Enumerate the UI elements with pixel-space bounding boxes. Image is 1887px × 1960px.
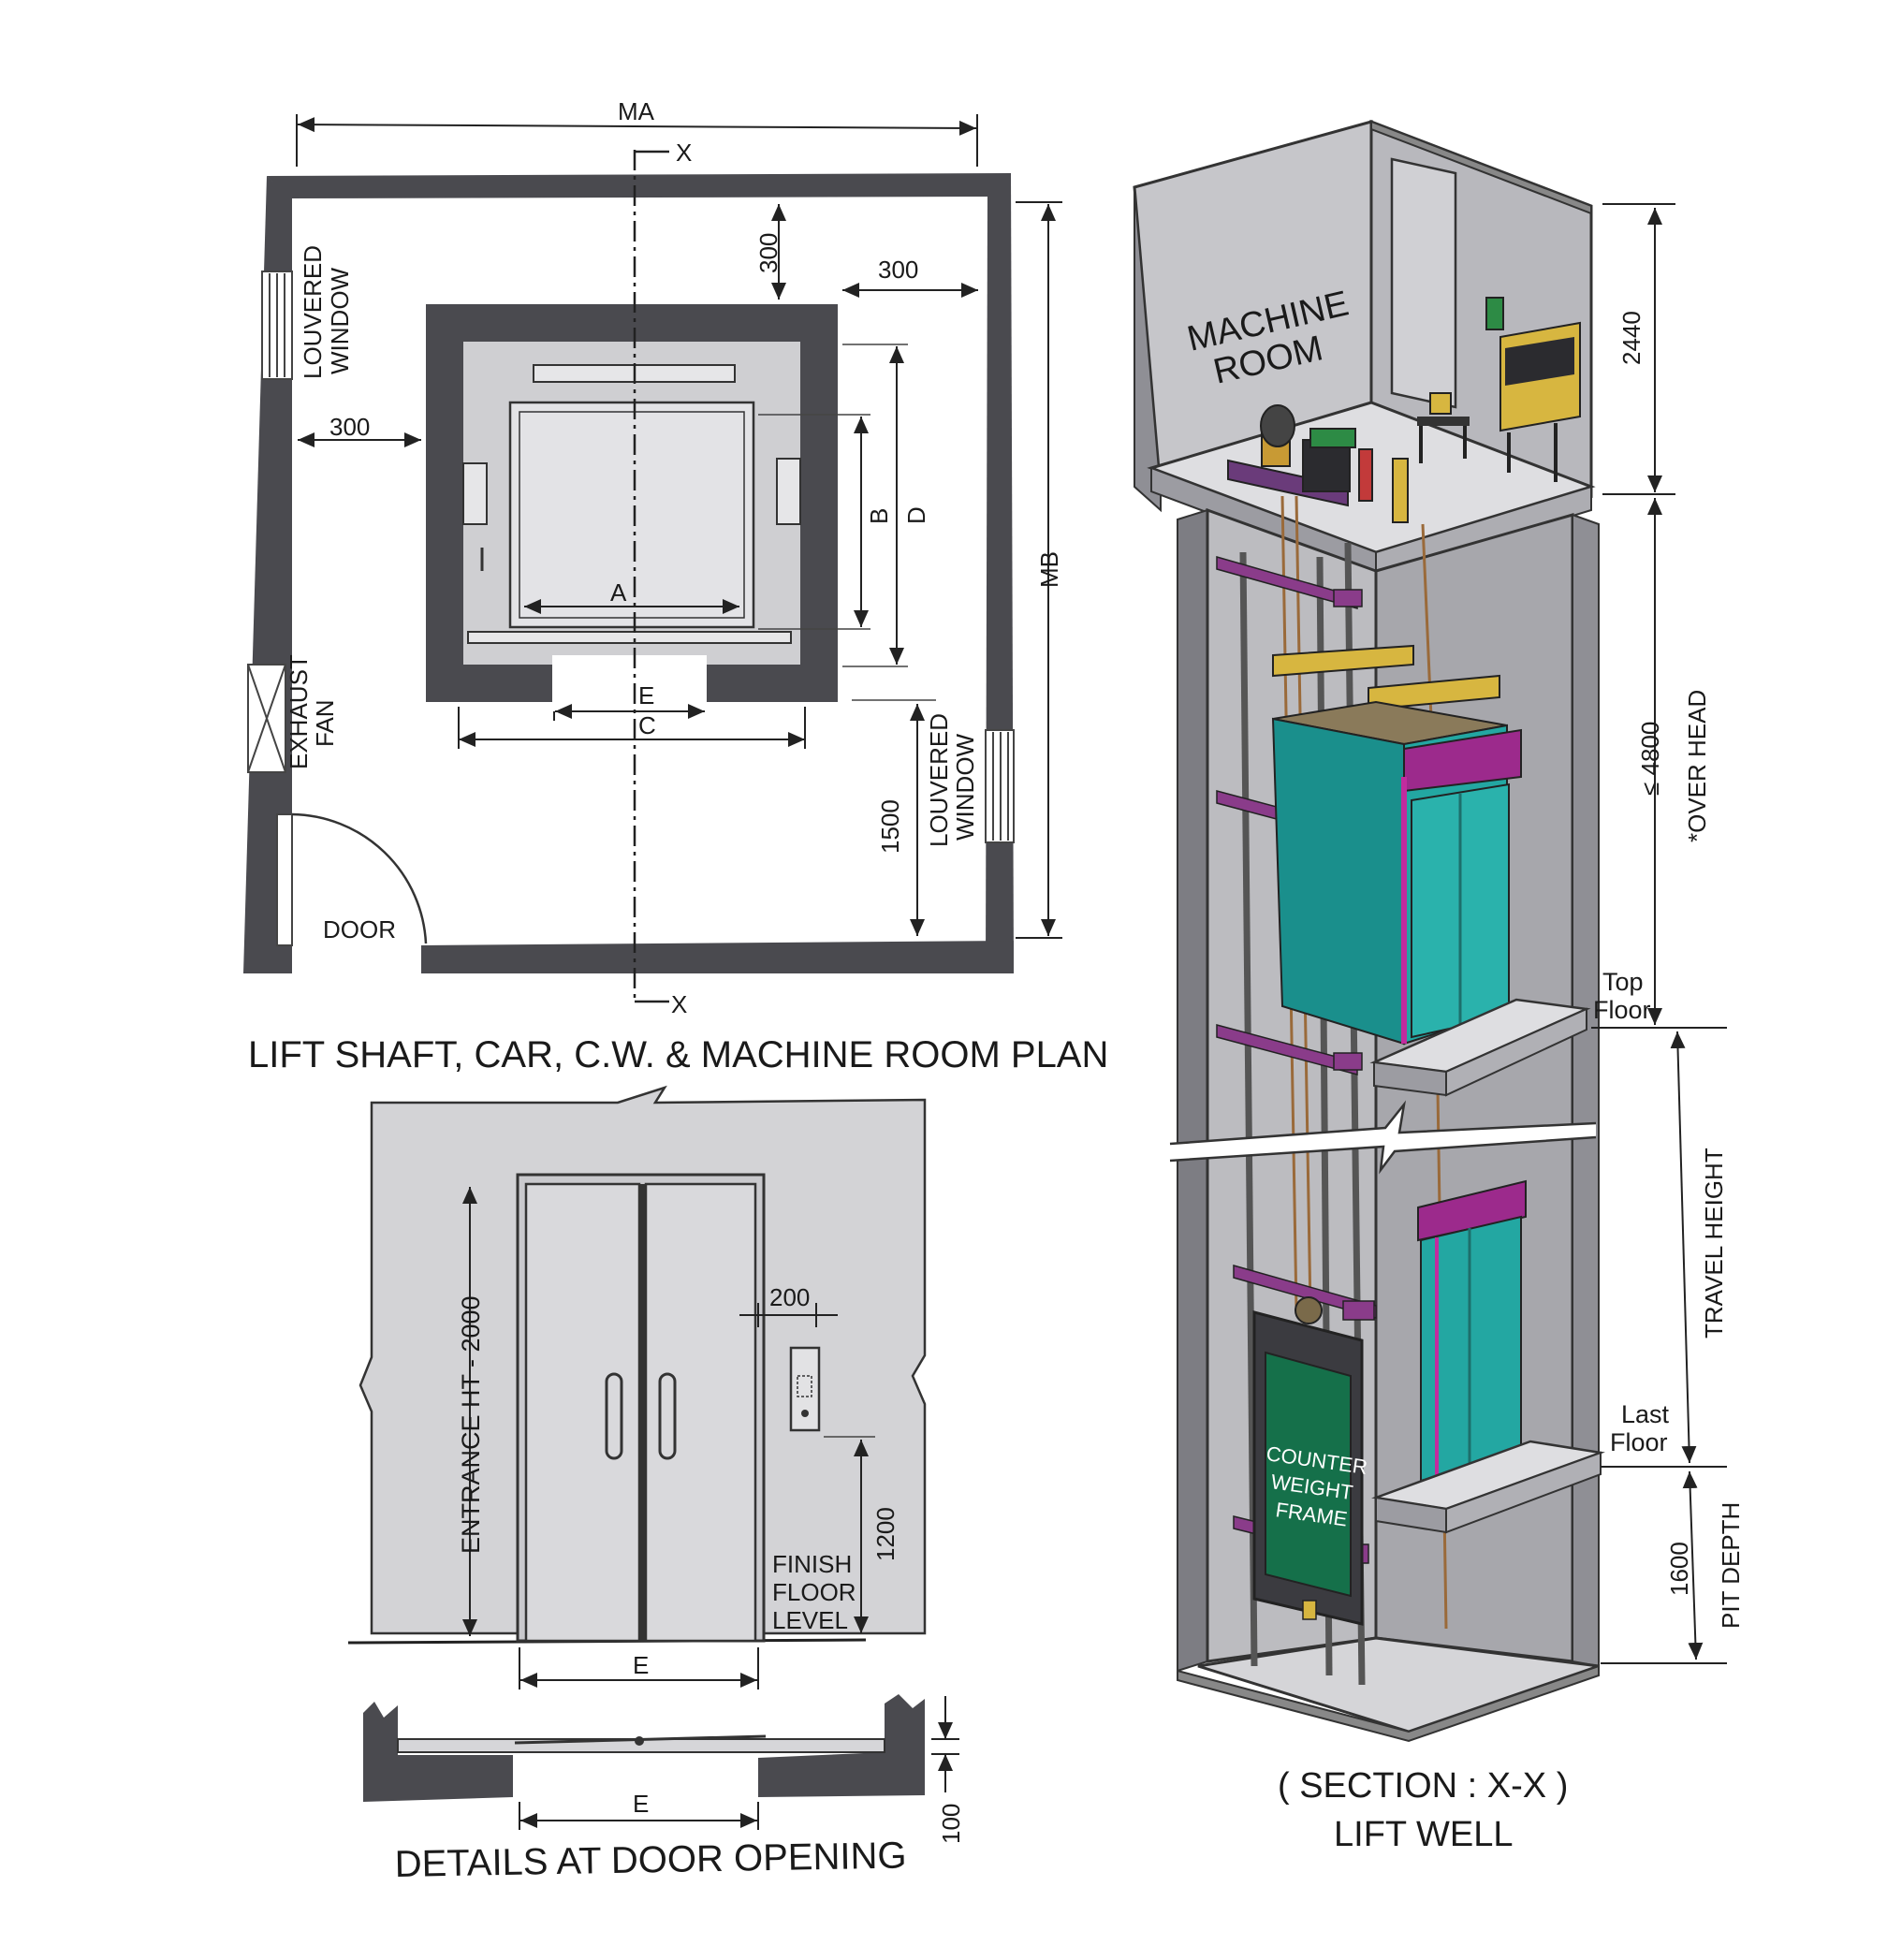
pulley-stand-icon bbox=[1417, 392, 1470, 463]
dim-300-top: 300 bbox=[754, 233, 783, 273]
label-b: B bbox=[865, 508, 893, 524]
dim-2440: 2440 bbox=[1617, 311, 1646, 365]
over-head-label: *OVER HEAD bbox=[1683, 690, 1711, 842]
louvered-window-right-label-1: LOUVERED bbox=[925, 713, 953, 847]
louvered-window-left-label-2: WINDOW bbox=[326, 267, 354, 374]
dim-1500: 1500 bbox=[876, 799, 904, 854]
shaft-plan: X X MA MB 300 300 300 B D A bbox=[243, 97, 1108, 1075]
plan-wall-top bbox=[267, 173, 1011, 198]
last-floor-label-1: Last bbox=[1621, 1400, 1670, 1428]
counterweight-frame bbox=[1252, 1296, 1364, 1626]
lift-well-section: MACHINE ROOM bbox=[1133, 119, 1745, 1854]
top-floor-label-2: Floor bbox=[1593, 996, 1651, 1024]
control-panel-icon bbox=[1485, 297, 1581, 482]
plan-title: LIFT SHAFT, CAR, C.W. & MACHINE ROOM PLA… bbox=[248, 1034, 1108, 1075]
last-floor-door bbox=[1417, 1179, 1527, 1483]
last-floor-label-2: Floor bbox=[1610, 1428, 1668, 1456]
dim-4800: ≤ 4800 bbox=[1636, 722, 1664, 796]
door-detail: E 100 DETAILS AT DOOR OPENING bbox=[363, 1694, 965, 1885]
finish-floor-label-1: FINISH bbox=[772, 1550, 852, 1578]
governor-icon bbox=[1392, 458, 1409, 523]
car-door-gap bbox=[552, 655, 707, 704]
door-leaf-right bbox=[644, 1182, 757, 1643]
machine-room-door bbox=[1390, 157, 1457, 409]
plan-door-leaf bbox=[276, 813, 293, 946]
plan-wall-right bbox=[986, 173, 1014, 972]
label-a: A bbox=[610, 578, 627, 607]
elevation-label-e: E bbox=[633, 1651, 649, 1679]
call-button-panel-icon bbox=[789, 1346, 821, 1432]
dim-200: 200 bbox=[769, 1283, 810, 1311]
dim-100: 100 bbox=[937, 1804, 965, 1844]
section-dimensions bbox=[1591, 203, 1727, 1664]
plan-wall-bottom bbox=[421, 941, 1014, 973]
dim-ma-line bbox=[297, 117, 977, 136]
cw-guide-rail-1 bbox=[1239, 551, 1258, 1667]
section-title-2: LIFT WELL bbox=[1334, 1815, 1513, 1854]
door-elevation: ENTRANCE HT - 2000 200 1200 FINISH FLOOR… bbox=[347, 1085, 927, 1689]
door-handle-left-icon bbox=[605, 1372, 623, 1460]
detail-wall-right bbox=[758, 1694, 925, 1797]
lift-car bbox=[1271, 644, 1522, 1046]
detail-label-e: E bbox=[633, 1790, 649, 1818]
car-platform bbox=[508, 401, 755, 629]
section-mark-top: X bbox=[676, 139, 692, 167]
door-swing-arc bbox=[291, 812, 428, 944]
finish-floor-label-3: LEVEL bbox=[772, 1606, 848, 1634]
dim-mb-label: MB bbox=[1035, 551, 1063, 588]
travel-height-label: TRAVEL HEIGHT bbox=[1700, 1148, 1728, 1338]
hoist-machine-icon bbox=[1227, 404, 1373, 507]
finish-floor-label-2: FLOOR bbox=[772, 1578, 856, 1606]
entrance-ht-label: ENTRANCE HT - 2000 bbox=[457, 1295, 485, 1554]
top-floor-label-1: Top bbox=[1602, 968, 1644, 996]
shaft-wall-left bbox=[1177, 508, 1208, 1673]
detail-wall-left bbox=[363, 1702, 513, 1802]
louvered-window-left-label-1: LOUVERED bbox=[299, 245, 327, 379]
dim-ma-label: MA bbox=[618, 97, 655, 125]
section-mark-bottom: X bbox=[671, 990, 687, 1018]
label-d: D bbox=[902, 506, 930, 524]
door-handle-right-icon bbox=[658, 1372, 677, 1460]
louvered-window-right-label-2: WINDOW bbox=[951, 733, 979, 841]
plan-label-e: E bbox=[638, 681, 654, 709]
exhaust-fan-label-2: FAN bbox=[311, 699, 339, 747]
label-c: C bbox=[638, 711, 656, 739]
dim-300-left: 300 bbox=[329, 413, 370, 441]
exhaust-fan-label-1: EXHAUST bbox=[285, 654, 313, 769]
door-detail-title: DETAILS AT DOOR OPENING bbox=[394, 1835, 906, 1885]
pit-depth-label: PIT DEPTH bbox=[1717, 1502, 1745, 1629]
dim-1600: 1600 bbox=[1665, 1542, 1693, 1596]
door-label: DOOR bbox=[323, 915, 396, 943]
section-title-1: ( SECTION : X-X ) bbox=[1278, 1766, 1568, 1806]
dim-1200: 1200 bbox=[871, 1507, 900, 1561]
dim-300-right: 300 bbox=[878, 256, 918, 284]
